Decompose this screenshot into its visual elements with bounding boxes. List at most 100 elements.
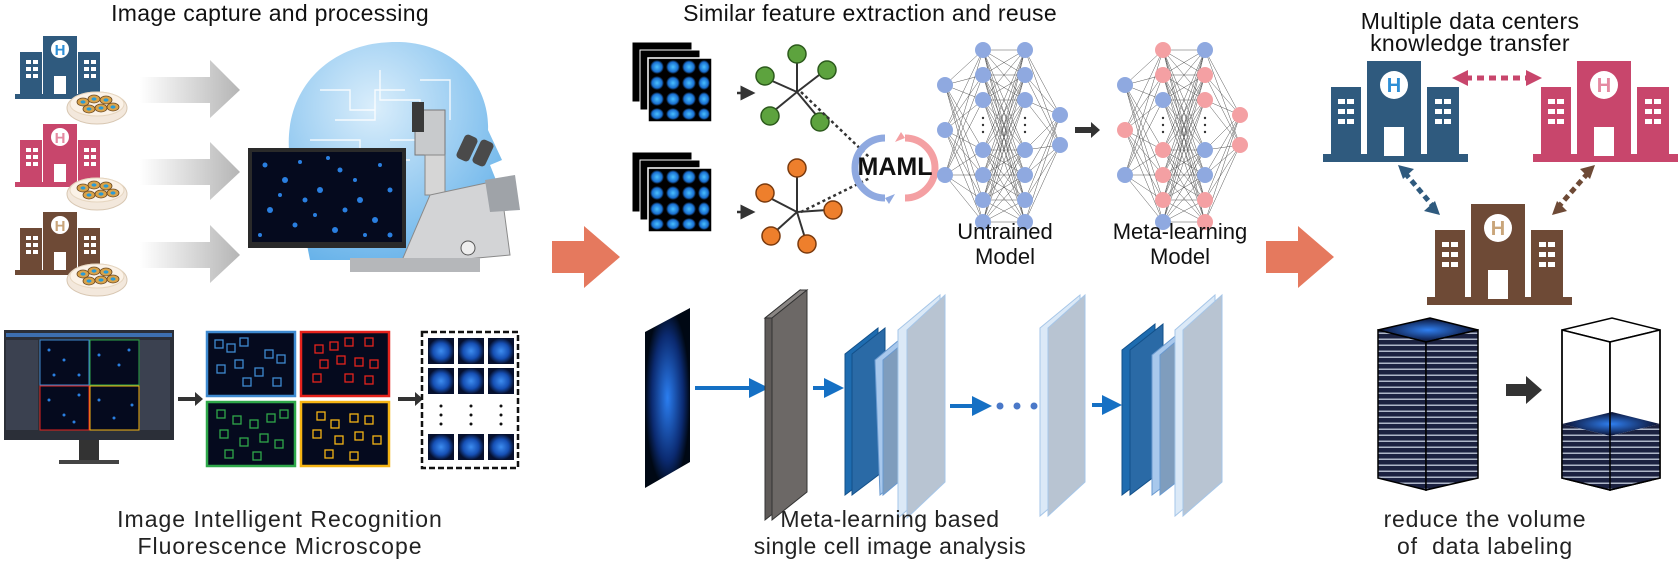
nn-node — [1017, 167, 1033, 183]
hospital-brown-letter: H — [1491, 218, 1505, 240]
nn-node — [1197, 167, 1213, 183]
nn-edge — [1204, 114, 1241, 151]
nn-edge — [982, 49, 1026, 76]
nn-node — [975, 192, 991, 208]
meta-caption-line1: Meta-learning based — [780, 506, 1000, 532]
nn-edge — [1024, 114, 1061, 201]
nn-edge — [1124, 99, 1164, 176]
maml-label: MAML — [858, 153, 933, 181]
data-volume-comparison — [1377, 317, 1661, 491]
nn-node — [1017, 67, 1033, 83]
nn-edge — [944, 49, 984, 176]
single-cell-crops — [420, 330, 520, 470]
detection-quadrant-blue — [205, 330, 297, 398]
nn-node — [975, 167, 991, 183]
nn-edge — [1162, 74, 1206, 201]
nn-node — [1155, 192, 1171, 208]
nn-edge — [944, 74, 984, 131]
data-center-network: H H H — [1323, 61, 1678, 305]
nn-node — [937, 122, 953, 138]
nn-edge — [1024, 99, 1061, 146]
nn-node — [1197, 92, 1213, 108]
nn-edge — [1162, 49, 1206, 101]
maml-clusters: MAML — [737, 44, 939, 254]
nn-edge — [1162, 49, 1206, 76]
image-stack-bottom — [631, 151, 713, 233]
flow-arrow-2 — [1266, 226, 1334, 288]
nn-node — [1017, 92, 1033, 108]
capture-caption-line1: Image Intelligent Recognition — [117, 506, 443, 532]
nn-node — [1017, 42, 1033, 58]
nn-node — [937, 77, 953, 93]
reduce-arrow — [1506, 376, 1542, 404]
nn-edge — [982, 49, 1026, 101]
ellipsis-dots — [996, 402, 1038, 410]
nn-edge — [1124, 129, 1164, 223]
ai-microscope-illustration — [248, 41, 520, 272]
nn-node — [975, 142, 991, 158]
nn-node — [1017, 192, 1033, 208]
hospital-column: H H H — [15, 36, 128, 297]
nn-edge — [944, 49, 984, 131]
nn-ellipsis-dot — [1023, 130, 1027, 134]
hospital-pink-icon: H — [15, 124, 105, 187]
nn-edge — [1162, 49, 1206, 176]
image-stack-top — [631, 41, 713, 123]
nn-edge — [1162, 99, 1206, 201]
nn-node — [975, 67, 991, 83]
hospital-pink-letter: H — [55, 130, 66, 147]
nn-node — [1155, 214, 1171, 230]
petri-dish-icon — [66, 263, 128, 297]
ellipsis-dots — [439, 404, 503, 426]
gray-arrows — [140, 60, 240, 283]
detection-quadrant-red — [299, 330, 391, 398]
nn-edge — [1024, 114, 1061, 176]
datacenter-hospital-brown-icon: H — [1427, 204, 1572, 305]
nn-ellipsis-dot — [1203, 123, 1207, 127]
nn-edge — [944, 49, 984, 86]
cluster-orange — [755, 158, 843, 254]
nn-edge — [944, 99, 984, 176]
nn-node — [1197, 142, 1213, 158]
nn-edge — [944, 74, 984, 176]
nn-node — [1017, 142, 1033, 158]
nn-node — [1155, 167, 1171, 183]
nn-edge — [1124, 49, 1164, 86]
input-cell-image — [645, 308, 690, 488]
nn-node — [1052, 137, 1068, 153]
nn-ellipsis-dot — [981, 116, 985, 120]
nn-node — [1052, 107, 1068, 123]
nn-node — [1117, 77, 1133, 93]
conv-layer-light-2 — [1039, 293, 1086, 518]
nn-edge — [1124, 74, 1164, 131]
detection-quadrant-yellow — [299, 400, 391, 468]
cell-detection-grid — [205, 330, 391, 468]
nn-edge — [982, 74, 1026, 201]
nn-edge — [944, 129, 984, 223]
conv-layer-light-3 — [1174, 293, 1223, 518]
nn-edge — [944, 129, 984, 201]
nn-edge — [1124, 129, 1164, 201]
nn-ellipsis-dot — [1203, 116, 1207, 120]
microscope-icon — [350, 102, 520, 272]
nn-edge — [1204, 99, 1241, 146]
transfer-title-line2: knowledge transfer — [1370, 30, 1570, 56]
monitor-icon — [248, 148, 406, 248]
transfer-caption-line2: of data labeling — [1396, 533, 1573, 559]
nn-edge — [1024, 144, 1061, 201]
nn-edge — [1162, 149, 1206, 176]
nn-edge — [1162, 174, 1206, 223]
meta-caption-line2: single cell image analysis — [753, 533, 1027, 559]
nn-node — [937, 167, 953, 183]
nn-ellipsis-dot — [981, 123, 985, 127]
nn-edge — [1204, 144, 1241, 201]
reduced-dataset-stack — [1561, 317, 1661, 491]
nn-edge — [982, 49, 1026, 151]
nn-node — [975, 214, 991, 230]
hospital-brown-letter: H — [55, 218, 66, 235]
nn-node — [1155, 67, 1171, 83]
untrained-label-line2: Model — [975, 244, 1035, 269]
nn-edge — [1162, 174, 1206, 201]
nn-edge — [1124, 49, 1164, 131]
nn-node — [1117, 167, 1133, 183]
